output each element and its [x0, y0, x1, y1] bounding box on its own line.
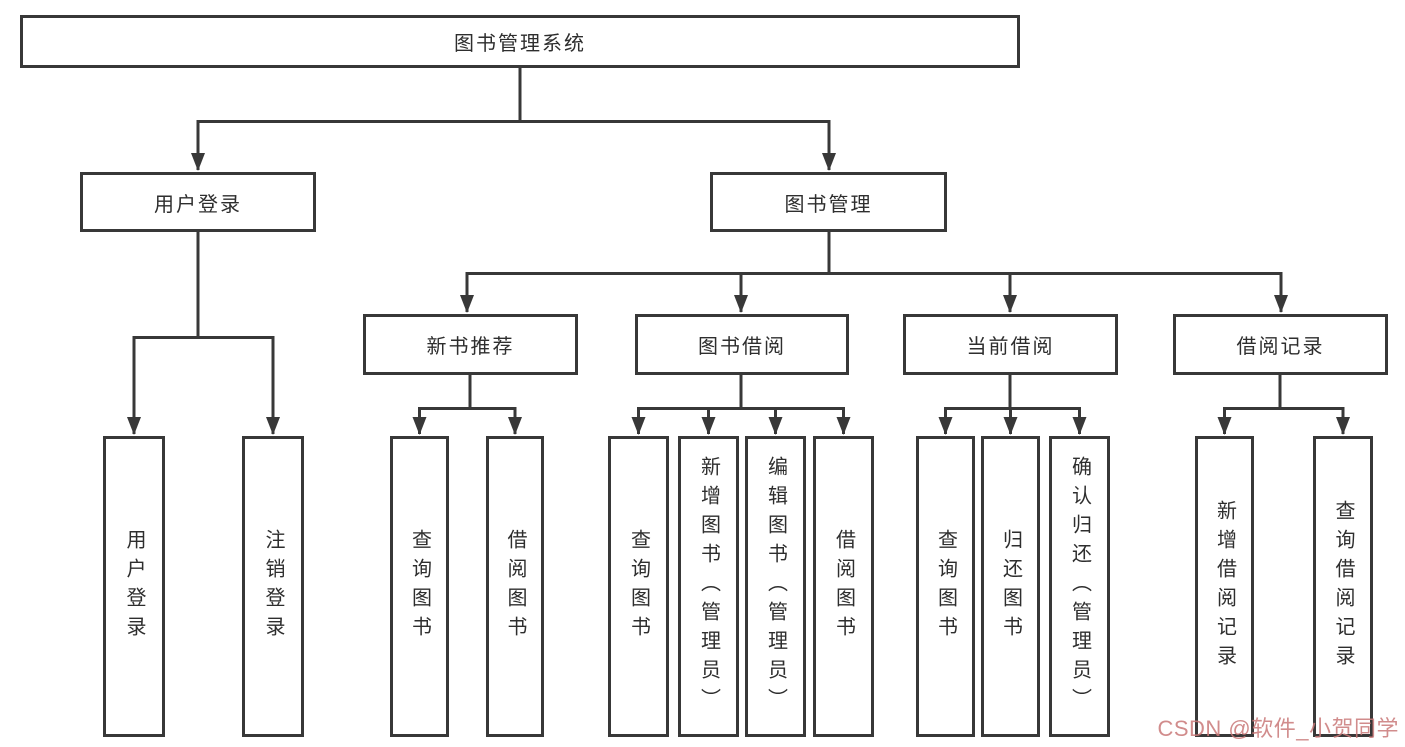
node-leaf-logout: 注销登录: [242, 436, 304, 737]
node-label: 新增图书（管理员）: [697, 456, 720, 717]
node-label: 查询借阅记录: [1332, 499, 1354, 674]
node-new-book-recommend: 新书推荐: [363, 314, 578, 375]
node-label: 借阅记录: [1236, 336, 1325, 358]
node-label: 查询图书: [627, 528, 650, 645]
node-label: 借阅图书: [832, 528, 855, 645]
node-root: 图书管理系统: [20, 15, 1020, 68]
node-leaf-borrow-books: 借阅图书: [813, 436, 874, 737]
node-label: 借阅图书: [504, 528, 526, 645]
node-leaf-query-books-recommend: 查询图书: [390, 436, 449, 737]
node-leaf-confirm-return-admin: 确认归还（管理员）: [1049, 436, 1110, 737]
node-label: 查询图书: [408, 528, 431, 645]
node-label: 图书借阅: [698, 336, 786, 358]
csdn-watermark: CSDN @软件_小贺同学: [1157, 716, 1399, 741]
node-leaf-user-login: 用户登录: [103, 436, 165, 737]
node-book-management: 图书管理: [710, 172, 947, 232]
node-leaf-borrow-books-recommend: 借阅图书: [486, 436, 544, 737]
node-leaf-add-borrow-record: 新增借阅记录: [1195, 436, 1254, 737]
node-label: 确认归还（管理员）: [1068, 456, 1091, 717]
node-leaf-add-books-admin: 新增图书（管理员）: [678, 436, 739, 737]
node-label: 新书推荐: [426, 336, 515, 358]
node-borrow-records: 借阅记录: [1173, 314, 1388, 375]
node-label: 用户登录: [123, 528, 145, 645]
node-label: 当前借阅: [966, 336, 1055, 358]
node-leaf-return-books: 归还图书: [981, 436, 1040, 737]
node-current-borrow: 当前借阅: [903, 314, 1118, 375]
node-label: 编辑图书（管理员）: [764, 456, 787, 717]
node-label: 注销登录: [262, 528, 284, 645]
node-leaf-query-books-current: 查询图书: [916, 436, 975, 737]
node-leaf-query-borrow-record: 查询借阅记录: [1313, 436, 1373, 737]
node-leaf-edit-books-admin: 编辑图书（管理员）: [745, 436, 806, 737]
node-book-borrow: 图书借阅: [635, 314, 849, 375]
node-leaf-query-books-borrow: 查询图书: [608, 436, 669, 737]
node-label: 用户登录: [154, 193, 242, 216]
node-label: 图书管理: [784, 193, 873, 216]
node-label: 查询图书: [934, 528, 957, 645]
node-label: 图书管理系统: [454, 33, 586, 55]
node-user-login: 用户登录: [80, 172, 316, 232]
node-label: 新增借阅记录: [1213, 499, 1236, 674]
node-label: 归还图书: [999, 528, 1022, 645]
